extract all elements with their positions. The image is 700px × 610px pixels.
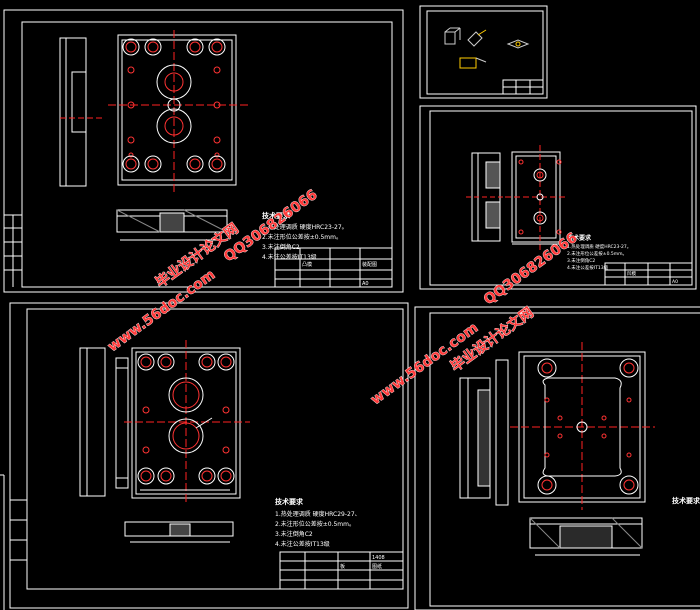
tech-notes-heading: 技术要求	[567, 234, 592, 242]
notes-bottom-left: 技术要求 1.热处理调质 硬度HRC29-27、 2.未注形位公差按±0.5mm…	[275, 497, 385, 570]
tech-note-line: 3.未注倒角C2	[262, 243, 300, 251]
tech-note-line: 4.未注公差按IT13级	[262, 253, 317, 261]
sheet-right-mid	[419, 105, 697, 290]
tech-notes-heading: 技术要求	[262, 211, 291, 220]
title-block-scale: 图纸	[372, 563, 382, 570]
notes-top-left: 技术要求 1.热处理调质 硬度HRC23-27。 2.未注形位公差按±0.5mm…	[262, 211, 377, 287]
sheet-side-strip-2	[10, 499, 27, 561]
section-view-3	[124, 521, 234, 543]
plate-front-view	[108, 30, 248, 192]
title-block-small	[502, 79, 544, 95]
sheet-inner-frame	[21, 21, 393, 288]
bolt-holes	[125, 41, 223, 170]
notes-right-mid: 技术要求 1.热处理调质 硬度HRC23-27。 2.未注形位公差按±0.5mm…	[567, 234, 678, 285]
plate-front-view-2	[505, 145, 566, 250]
section-view-4	[529, 517, 643, 556]
tech-note-line: 3.未注倒角C2	[275, 530, 313, 538]
side-view	[59, 37, 105, 187]
plate-front-view-3	[124, 340, 250, 505]
tech-note-line: 1.热处理调质 硬度HRC23-27。	[262, 223, 348, 231]
tech-note-line: 4.未注公差按IT13级	[275, 540, 330, 548]
title-block-part: 凸模	[302, 261, 312, 268]
side-view-4	[459, 359, 509, 506]
side-view-2	[466, 152, 506, 242]
sheet-edge-left	[0, 474, 5, 610]
tech-note-line: 2.未注形位公差按±0.5mm。	[567, 250, 627, 257]
notes-bottom-right: 技术要求	[672, 496, 700, 505]
iso-thumbnails	[444, 27, 530, 69]
sheet-side-strip	[4, 214, 22, 287]
side-view-3	[79, 347, 129, 497]
tech-note-line: 1.热处理调质 硬度HRC23-27。	[567, 243, 631, 250]
tech-note-line: 2.未注形位公差按±0.5mm。	[262, 233, 342, 241]
title-block-3	[279, 551, 404, 590]
tech-note-line: 4.未注公差按IT13级	[567, 264, 609, 271]
title-block-2	[604, 262, 693, 286]
sheet-top-right	[419, 5, 548, 99]
sheet-top-left	[3, 9, 404, 293]
tech-note-line: 1.热处理调质 硬度HRC29-27、	[275, 510, 361, 518]
tech-note-line: 3.未注倒角C2	[567, 257, 595, 264]
sheet-bottom-left	[9, 302, 409, 609]
title-block-scale: A0	[672, 279, 678, 285]
title-block-part: 板	[340, 563, 345, 570]
title-block-part: 凹模	[627, 270, 636, 277]
title-block-material: 装配图	[362, 261, 377, 268]
sheet-border	[3, 9, 404, 293]
sheet-bottom-right	[414, 306, 700, 610]
plate-front-view-4	[510, 342, 655, 510]
title-block-material: 1408	[372, 555, 385, 561]
title-block-scale: A0	[362, 281, 369, 287]
title-block	[274, 247, 393, 288]
tech-notes-heading: 技术要求	[275, 497, 304, 506]
section-view	[116, 209, 228, 241]
tech-notes-heading: 技术要求	[672, 496, 700, 505]
tech-note-line: 2.未注形位公差按±0.5mm。	[275, 520, 355, 528]
